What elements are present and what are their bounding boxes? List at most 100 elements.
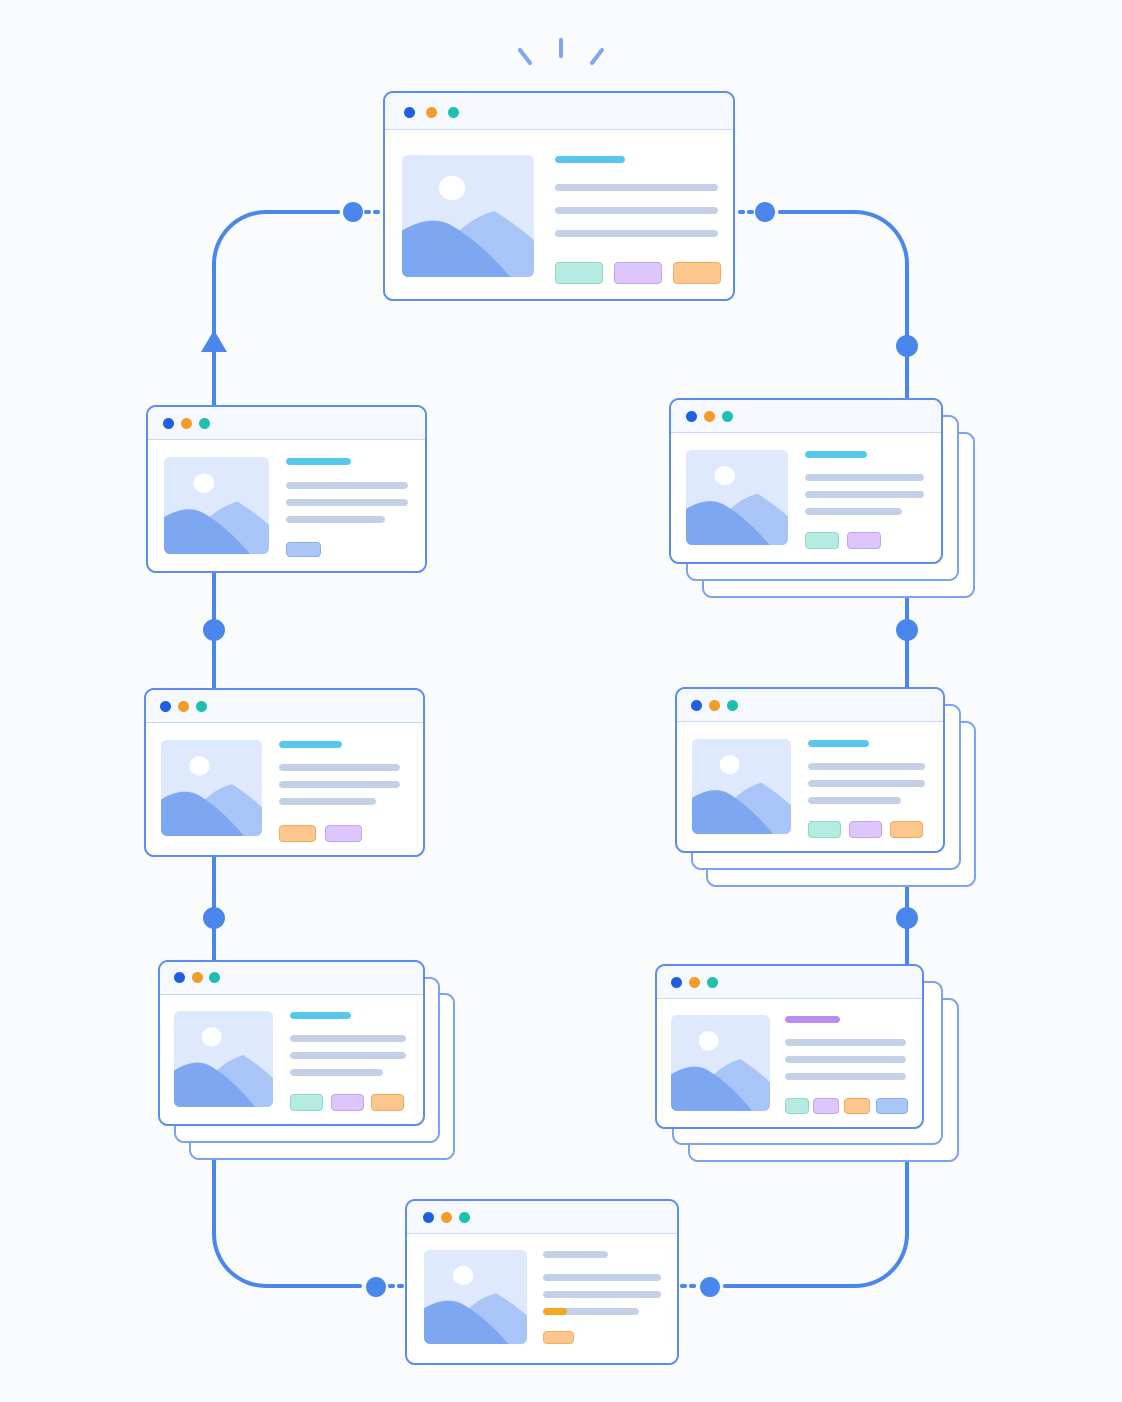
tag-pill-purple xyxy=(847,532,881,549)
tag-pill-teal xyxy=(555,262,603,284)
tag-pill-blue xyxy=(876,1098,908,1114)
image-placeholder-icon xyxy=(671,1015,770,1111)
connector-node xyxy=(896,907,918,929)
window-titlebar xyxy=(657,966,922,999)
text-line xyxy=(808,797,901,804)
window-right-1 xyxy=(669,398,943,564)
window-right-3 xyxy=(655,964,924,1129)
window-dot-orange xyxy=(192,972,203,983)
tag-pill-blue xyxy=(286,542,321,557)
text-line xyxy=(290,1052,406,1059)
connector-right-bottom xyxy=(723,1160,909,1288)
text-line xyxy=(805,508,902,515)
connector-node xyxy=(755,202,775,222)
text-line xyxy=(279,781,400,788)
text-line xyxy=(290,1069,383,1076)
heading-bar xyxy=(290,1012,351,1019)
text-line xyxy=(785,1073,906,1080)
window-left-3 xyxy=(158,960,425,1126)
image-placeholder-icon xyxy=(424,1250,527,1344)
tag-pill-orange xyxy=(279,825,316,842)
window-dot-blue xyxy=(686,411,697,422)
sparkle-icon xyxy=(518,38,604,65)
image-placeholder-icon xyxy=(686,450,788,545)
heading-bar xyxy=(808,740,869,747)
window-dot-teal xyxy=(707,977,718,988)
tag-pill-orange xyxy=(371,1094,404,1111)
heading-bar xyxy=(286,458,351,465)
connector-node xyxy=(896,335,918,357)
window-dot-blue xyxy=(691,700,702,711)
window-dot-teal xyxy=(722,411,733,422)
window-dot-orange xyxy=(689,977,700,988)
window-titlebar xyxy=(677,689,943,722)
text-line xyxy=(286,482,408,489)
text-line xyxy=(286,499,408,506)
window-titlebar xyxy=(671,400,941,433)
window-titlebar xyxy=(385,93,733,130)
text-line xyxy=(555,230,718,237)
tag-pill-purple xyxy=(813,1098,839,1114)
window-dot-teal xyxy=(448,107,459,118)
text-line xyxy=(555,207,718,214)
window-dot-blue xyxy=(163,418,174,429)
connector-node xyxy=(700,1277,720,1297)
heading-bar xyxy=(555,156,625,163)
window-dot-orange xyxy=(426,107,437,118)
tag-pill-purple xyxy=(849,821,882,838)
tag-pill-purple xyxy=(614,262,662,284)
text-line xyxy=(279,764,400,771)
arrow-up-icon xyxy=(201,330,227,352)
tag-pill-teal xyxy=(785,1098,809,1114)
text-line xyxy=(805,474,924,481)
tag-pill-purple xyxy=(331,1094,364,1111)
connector-node xyxy=(203,907,225,929)
window-dot-orange xyxy=(178,701,189,712)
image-placeholder-icon xyxy=(161,740,262,836)
tag-pill-teal xyxy=(808,821,841,838)
window-dot-teal xyxy=(727,700,738,711)
window-top xyxy=(383,91,735,301)
window-dot-teal xyxy=(459,1212,470,1223)
window-bottom xyxy=(405,1199,679,1365)
window-dot-teal xyxy=(209,972,220,983)
tag-pill-teal xyxy=(805,532,839,549)
connector-left-bottom xyxy=(212,1158,362,1288)
window-left-1 xyxy=(146,405,427,573)
tag-pill-purple xyxy=(325,825,362,842)
tag-pill-orange xyxy=(890,821,923,838)
heading-bar xyxy=(543,1251,608,1258)
window-titlebar xyxy=(407,1201,677,1234)
text-line xyxy=(290,1035,406,1042)
window-dot-blue xyxy=(671,977,682,988)
tag-pill-orange xyxy=(543,1331,574,1344)
image-placeholder-icon xyxy=(174,1011,273,1107)
text-line xyxy=(785,1056,906,1063)
window-dot-blue xyxy=(423,1212,434,1223)
window-dot-teal xyxy=(199,418,210,429)
text-line xyxy=(805,491,924,498)
window-left-2 xyxy=(144,688,425,857)
tag-pill-orange xyxy=(673,262,721,284)
text-line xyxy=(808,763,925,770)
text-line xyxy=(555,184,718,191)
text-line xyxy=(543,1274,661,1281)
connector-left-top xyxy=(212,210,340,407)
connector-node xyxy=(203,619,225,641)
image-placeholder-icon xyxy=(402,155,534,277)
image-placeholder-icon xyxy=(164,457,269,554)
progress-track xyxy=(543,1308,639,1315)
window-dot-teal xyxy=(196,701,207,712)
text-line xyxy=(543,1291,661,1298)
heading-bar xyxy=(785,1016,840,1023)
tag-pill-teal xyxy=(290,1094,323,1111)
connector-top-right xyxy=(778,210,909,402)
window-dot-orange xyxy=(441,1212,452,1223)
heading-bar xyxy=(279,741,342,748)
text-line xyxy=(286,516,385,523)
connector-node xyxy=(366,1277,386,1297)
window-titlebar xyxy=(160,962,423,995)
window-dot-blue xyxy=(404,107,415,118)
